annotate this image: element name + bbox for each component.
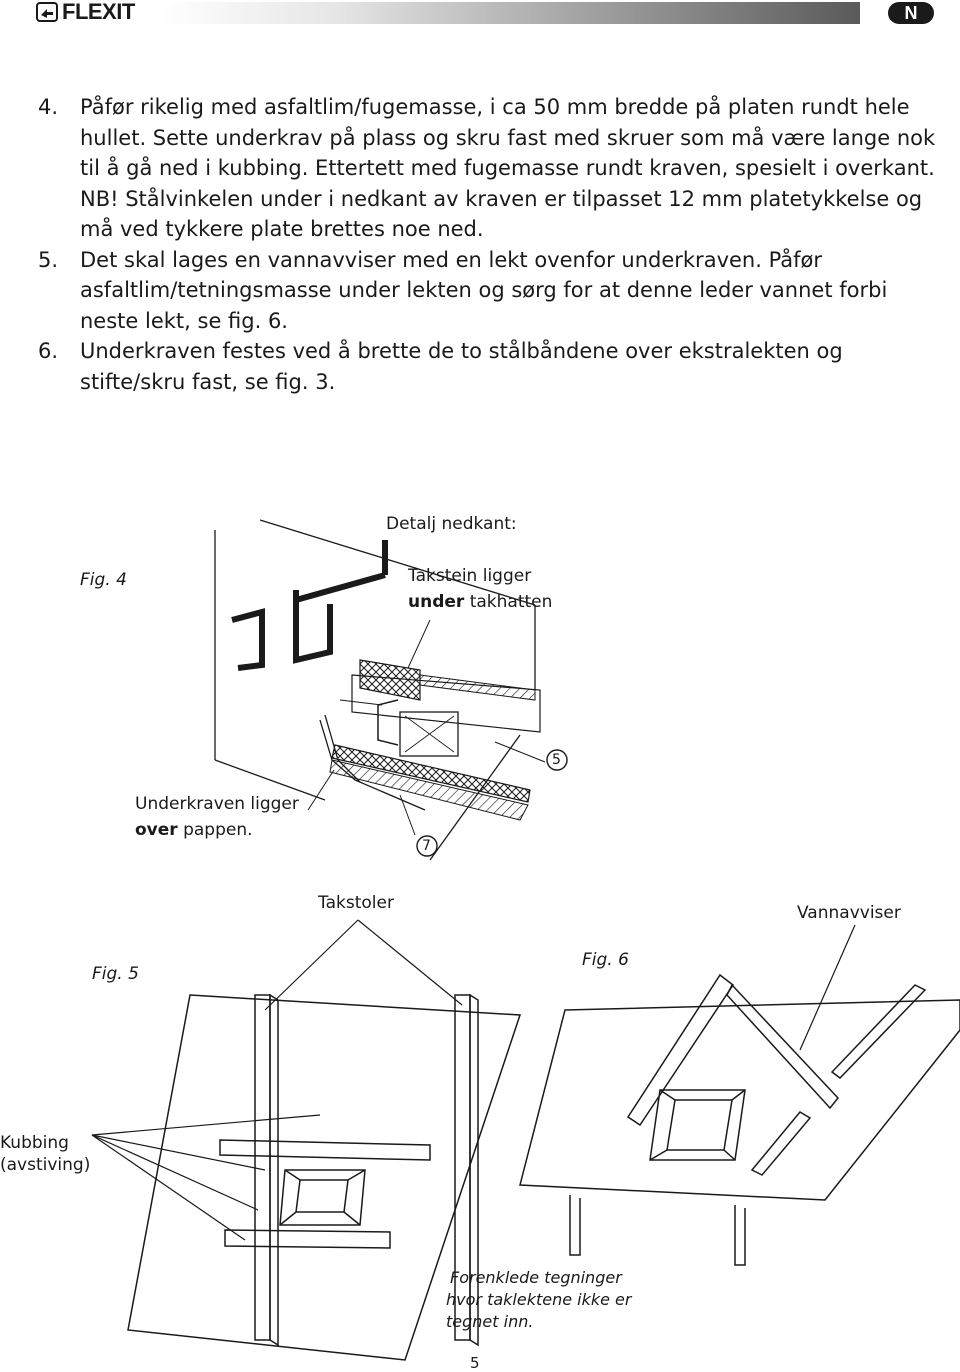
fig4-marker-7: 7 — [422, 838, 431, 854]
fig4-underlay-note-line2: over pappen. — [135, 820, 253, 840]
fig4-tile-note-line2: under takhatten — [408, 592, 552, 612]
step-text: Det skal lages en vannavviser med en lek… — [80, 247, 888, 333]
fig6-water-diverter-drawing — [519, 924, 960, 1266]
brand-name: FLEXIT — [62, 0, 135, 24]
step-item: 5. Det skal lages en vannavviser med en … — [38, 245, 938, 337]
fig5-rafters-drawing — [91, 919, 522, 1361]
step-item: 4. Påfør rikelig med asfaltlim/fugemasse… — [38, 92, 938, 245]
fig4-underlay-note-rest: pappen. — [177, 820, 253, 840]
fig5-takstoler-label: Takstoler — [318, 893, 394, 913]
page-header: FLEXIT N — [0, 0, 960, 26]
fig5-kubbing-label-line2: (avstiving) — [0, 1155, 91, 1175]
fig6-note-line1: Forenklede tegninger — [450, 1268, 622, 1287]
fig4-tile-note-line1: Takstein ligger — [408, 566, 532, 586]
step-text: Påfør rikelig med asfaltlim/fugemasse, i… — [80, 95, 936, 241]
fig4-tile-note-rest: takhatten — [464, 592, 553, 612]
fig6-vannavviser-label: Vannavviser — [797, 903, 901, 923]
brand-logo: FLEXIT — [36, 1, 135, 23]
step-number: 5. — [38, 247, 59, 272]
fig6-note-line2: hvor taklektene ikke er — [446, 1290, 632, 1309]
fig4-detail-title: Detalj nedkant: — [386, 514, 517, 534]
instruction-steps: 4. Påfør rikelig med asfaltlim/fugemasse… — [38, 92, 938, 397]
fig4-underlay-note-bold: over — [135, 820, 178, 840]
step-text: Underkraven festes ved å brette de to st… — [80, 339, 843, 394]
fig5-kubbing-label-line1: Kubbing — [0, 1133, 69, 1153]
page-number: 5 — [470, 1354, 480, 1372]
step-number: 6. — [38, 339, 59, 363]
step-item: 6. Underkraven festes ved å brette de to… — [38, 336, 938, 397]
fig4-tile-note-bold: under — [408, 592, 465, 612]
language-badge: N — [888, 2, 934, 24]
fig5-label: Fig. 5 — [92, 964, 139, 984]
fig6-note-line3: tegnet inn. — [446, 1312, 534, 1331]
fig4-marker-5: 5 — [552, 752, 561, 768]
fig4-underlay-note-line1: Underkraven ligger — [135, 794, 299, 814]
fig4-detail-drawing — [214, 519, 568, 861]
flexit-logo-icon — [36, 2, 58, 22]
header-gradient-bar — [160, 2, 860, 24]
fig6-label: Fig. 6 — [582, 950, 629, 970]
fig4-label: Fig. 4 — [80, 570, 127, 590]
step-number: 4. — [38, 95, 59, 119]
